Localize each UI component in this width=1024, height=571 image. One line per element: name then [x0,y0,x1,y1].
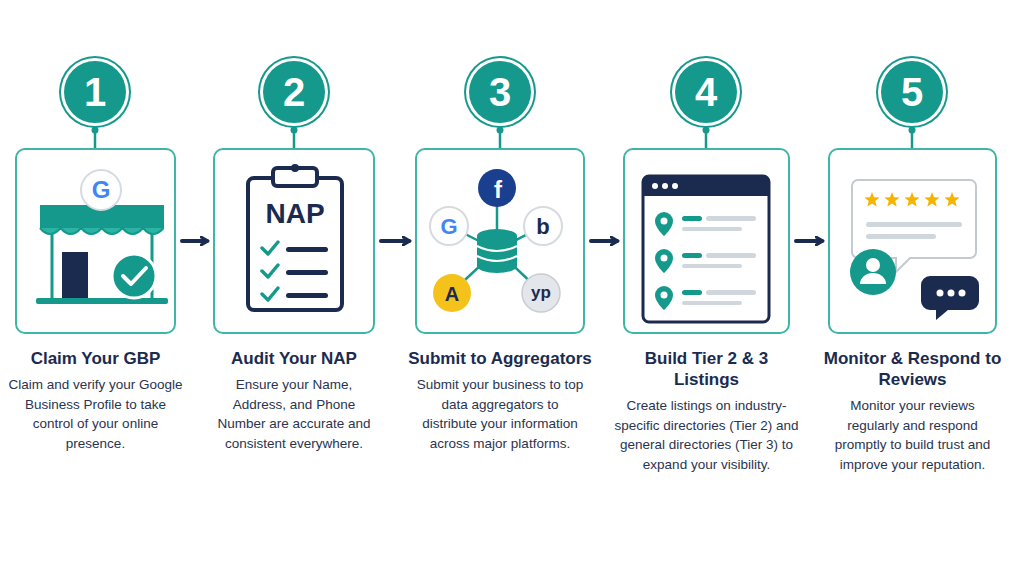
step-number: 4 [695,72,717,112]
icon-label: yp [531,284,551,301]
step-title: Claim Your GBP [3,348,188,369]
step-card: Submit to AggregatorsSubmit your busines… [415,148,585,334]
icon-label: NAP [265,200,324,228]
step-card: Build Tier 2 & 3 ListingsCreate listings… [623,148,790,334]
flow-arrow [591,239,617,243]
icon-label: b [536,216,549,238]
star-symbol [904,192,919,207]
star-symbol [944,192,959,207]
directory-window-icon [643,176,769,322]
stem-dot [92,127,99,134]
step-description: Ensure your Name, Address, and Phone Num… [209,375,379,453]
step-circle: 1 [64,61,126,123]
step-description: Monitor your reviews regularly and respo… [828,396,998,474]
reviews-icon [850,180,979,320]
storefront-icon [36,170,168,304]
star-symbol [864,192,879,207]
aggregator-hub-icon [430,169,562,312]
flow-arrow [381,239,409,243]
step-number: 3 [489,72,511,112]
icon-label: G [440,216,457,238]
step-description: Submit your business to top data aggrega… [413,375,588,453]
step-number: 1 [84,72,106,112]
star-symbol [884,192,899,207]
step-card: Audit Your NAPEnsure your Name, Address,… [213,148,375,334]
step-circle: 4 [675,61,737,123]
icon-label: G [92,178,111,202]
step-circle: 2 [263,61,325,123]
stem-dot [497,127,504,134]
step-title: Monitor & Respond to Reviews [818,348,1008,390]
flow-arrow [796,239,822,243]
stem-dot [291,127,298,134]
icon-label: A [445,284,459,304]
icon-label: f [494,178,502,202]
step-title: Submit to Aggregators [398,348,603,369]
clipboard-icon [248,164,342,310]
step-card: Monitor & Respond to ReviewsMonitor your… [828,148,997,334]
step-circle: 5 [881,61,943,123]
step-description: Claim and verify your Google Business Pr… [6,375,186,453]
step-number: 2 [283,72,305,112]
step-title: Audit Your NAP [202,348,387,369]
stem-dot [909,127,916,134]
star-symbol [924,192,939,207]
step-title: Build Tier 2 & 3 Listings [622,348,792,390]
step-description: Create listings on industry-specific dir… [614,396,799,474]
step-number: 5 [901,72,923,112]
step-card: Claim Your GBPClaim and verify your Goog… [15,148,176,334]
step-circle: 3 [469,61,531,123]
stem-dot [703,127,710,134]
flow-arrow [182,239,207,243]
